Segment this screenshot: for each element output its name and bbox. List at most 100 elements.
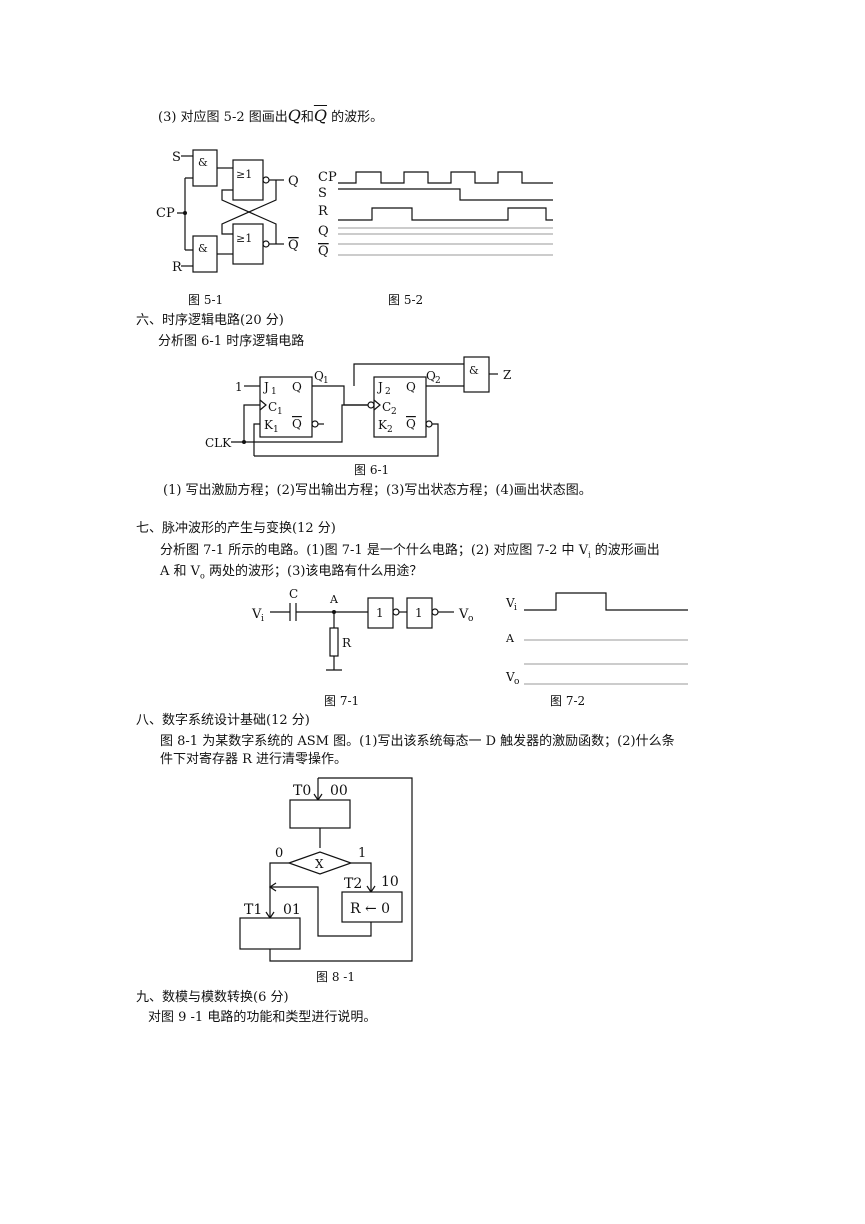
fig61-ff1-q: Q: [292, 380, 302, 394]
fig61-ff1-qbar: Q: [292, 417, 302, 431]
fig81-state-box-t1: [239, 917, 301, 950]
fig61-label-clk: CLK: [205, 436, 232, 450]
svg-text:1: 1: [271, 387, 277, 397]
fig71-inverter1: [367, 597, 394, 629]
svg-text:o: o: [468, 614, 473, 624]
fig61-label-q2: Q: [426, 369, 436, 383]
fig72-wave-vi: [524, 592, 688, 611]
fig81-decision-label: X: [315, 857, 324, 871]
fig52-label-s: S: [318, 186, 327, 201]
s9-heading: 九、数模与模数转换(6 分): [136, 990, 289, 1005]
fig81-state-t0: T0: [293, 783, 311, 799]
fig61-ff1-c: C: [268, 400, 277, 414]
fig51-label-qbar: Q: [288, 238, 299, 253]
fig81-state-t1: T1: [244, 902, 262, 918]
svg-text:i: i: [514, 603, 517, 613]
s6-heading: 六、时序逻辑电路(20 分): [136, 313, 284, 328]
fig51-nor-gate-bottom: [232, 223, 264, 265]
fig61-label-q1: Q: [314, 369, 324, 383]
fig61-ff1-k: K: [264, 418, 274, 432]
s7-line2: A 和 Vo 两处的波形；(3)该电路有什么用途？: [160, 564, 423, 581]
fig71-label-r: R: [342, 636, 352, 650]
fig61-input-1: 1: [235, 380, 243, 394]
s6-intro: 分析图 6-1 时序逻辑电路: [158, 334, 305, 349]
q5-item3: (3) 对应图 5-2 图画出Q和Q 的波形。: [158, 106, 384, 126]
svg-text:2: 2: [385, 387, 391, 397]
s8-heading: 八、数字系统设计基础(12 分): [136, 713, 310, 728]
fig71-label-vi: V: [251, 607, 262, 622]
fig51-label-q: Q: [288, 174, 299, 189]
fig71-inv1-label: 1: [376, 606, 384, 620]
fig71-inverter2: [406, 597, 433, 629]
svg-text:1: 1: [273, 425, 279, 435]
fig61-ff2-j: J: [376, 380, 383, 394]
s8-line1: 图 8-1 为某数字系统的 ASM 图。(1)写出该系统每态一 D 触发器的激励…: [160, 734, 675, 749]
fig71-label-vo: V: [458, 607, 469, 622]
s7-line1: 分析图 7-1 所示的电路。(1)图 7-1 是一个什么电路；(2) 对应图 7…: [160, 543, 660, 560]
fig52-wave-r: [338, 207, 553, 221]
fig51-and-bottom-label: &: [198, 242, 208, 255]
fig52-label-r: R: [318, 204, 329, 219]
fig81-caption: 图 8 -1: [316, 970, 355, 984]
fig72-label-a: A: [505, 632, 515, 645]
svg-text:2: 2: [391, 407, 397, 417]
fig71-label-c: C: [289, 587, 298, 601]
fig81-branch-0: 0: [275, 846, 283, 861]
fig81-code-00: 00: [330, 783, 348, 799]
fig51-label-s: S: [172, 150, 181, 165]
qbar-symbol: Q: [313, 106, 328, 125]
fig52-label-qbar: Q: [318, 244, 329, 259]
fig61-ff2-k: K: [378, 418, 388, 432]
fig52-wave-s: [338, 188, 553, 201]
fig52-wave-cp: [338, 171, 553, 184]
fig61-ff2-qbar: Q: [406, 417, 416, 431]
s8-line2: 件下对寄存器 R 进行清零操作。: [160, 752, 348, 767]
fig72-label-vi: V: [505, 596, 515, 610]
fig81-state-t2: T2: [344, 876, 362, 892]
fig81-state-box-t0: [289, 799, 351, 829]
fig61-jk-ff1: [259, 376, 313, 438]
q-symbol: Q: [287, 106, 301, 125]
fig52-caption: 图 5-2: [388, 293, 424, 307]
fig61-and-label: &: [469, 364, 479, 377]
s7-heading: 七、脉冲波形的产生与变换(12 分): [136, 521, 336, 536]
fig51-label-cp: CP: [156, 206, 175, 221]
fig61-ff2-c: C: [382, 400, 391, 414]
svg-text:2: 2: [435, 376, 441, 386]
fig61-jk-ff2: [373, 376, 427, 438]
fig52-label-q: Q: [318, 224, 329, 239]
fig81-code-10: 10: [381, 874, 399, 890]
s9-intro: 对图 9 -1 电路的功能和类型进行说明。: [148, 1010, 377, 1025]
svg-text:1: 1: [277, 407, 283, 417]
svg-text:o: o: [514, 677, 519, 687]
fig61-and-gate: [463, 356, 490, 393]
fig72-caption: 图 7-2: [550, 694, 586, 708]
svg-text:2: 2: [387, 425, 393, 435]
fig71-label-a: A: [329, 593, 339, 606]
fig81-code-01: 01: [283, 902, 301, 918]
fig81-op-box-r0: [341, 891, 403, 923]
fig61-output-z: Z: [503, 368, 511, 382]
fig81-op-label: R ← 0: [350, 901, 390, 917]
svg-text:1: 1: [323, 376, 329, 386]
fig51-nor-bottom-label: ≥1: [236, 232, 252, 245]
fig51-and-gate-bottom: [192, 235, 218, 273]
svg-text:i: i: [261, 614, 264, 624]
fig52-label-cp: CP: [318, 170, 337, 185]
fig81-branch-1: 1: [358, 846, 366, 861]
s6-questions: (1) 写出激励方程；(2)写出输出方程；(3)写出状态方程；(4)画出状态图。: [163, 483, 592, 498]
fig51-nor-top-label: ≥1: [236, 168, 252, 181]
fig51-and-top-label: &: [198, 156, 208, 169]
fig51-caption: 图 5-1: [188, 293, 224, 307]
fig52-wave-qbar: [338, 243, 553, 256]
fig71-caption: 图 7-1: [324, 694, 360, 708]
fig52-wave-q: [338, 227, 553, 235]
fig61-ff1-j: J: [262, 380, 269, 394]
fig71-inv2-label: 1: [415, 606, 423, 620]
fig51-and-gate-top: [192, 149, 218, 187]
